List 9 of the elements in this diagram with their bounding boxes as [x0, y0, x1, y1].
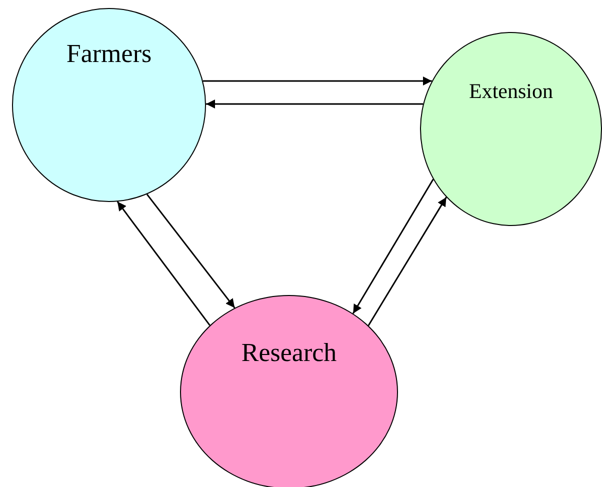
node-label: Farmers — [65, 39, 153, 69]
arrow — [368, 196, 447, 326]
arrow — [352, 178, 434, 314]
node-label: Extension — [468, 79, 554, 104]
arrow — [116, 201, 210, 326]
node-label: Research — [240, 338, 338, 368]
arrow — [146, 194, 236, 308]
arrow — [203, 76, 432, 86]
arrow — [206, 100, 424, 108]
